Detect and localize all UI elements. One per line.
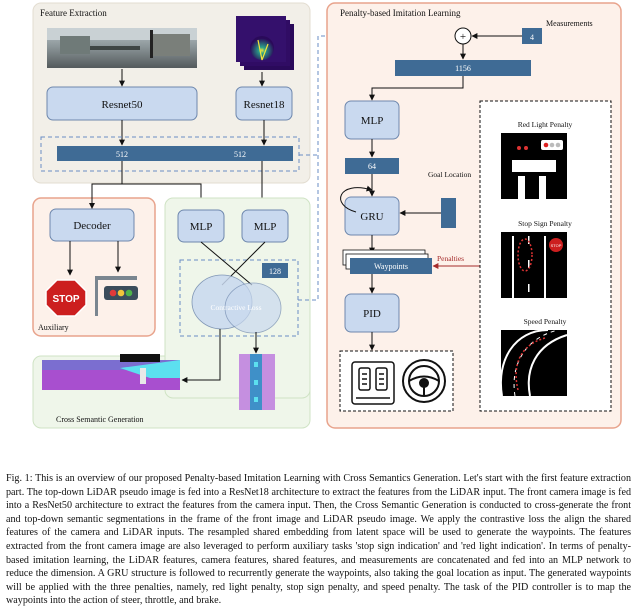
overview-diagram: Feature Extraction Resnet50 Resnet18 512… (32, 2, 622, 429)
mlp-out-dim: 64 (368, 162, 376, 171)
speed-penalty-image (499, 329, 568, 397)
latent-dashed-region (179, 259, 299, 337)
decoder-label: Decoder (73, 220, 111, 232)
concat-symbol: + (460, 31, 466, 43)
gru-label: GRU (360, 211, 383, 223)
lidar-feature-bar (187, 146, 293, 161)
penalties-label: Penalties (437, 254, 464, 263)
stop-sign-icon: STOP (45, 279, 87, 317)
lidar-pseudo-image (236, 16, 294, 70)
waypoints-label: Waypoints (374, 262, 408, 271)
caption-label: Fig. 1: (6, 473, 33, 484)
concat-feature-bar (395, 60, 531, 76)
stop-sign-penalty-image: STOP (501, 232, 567, 298)
resnet18-label: Resnet18 (244, 99, 285, 111)
shared-dim-label: 128 (269, 267, 281, 276)
imitation-title: Penalty-based Imitation Learning (340, 8, 461, 18)
contrastive-loss-label: Contractive Loss (210, 303, 261, 312)
mlp-right-label: MLP (254, 221, 277, 233)
red-light-penalty-label: Red Light Penalty (518, 120, 573, 129)
topdown-semantic-segmentation (239, 354, 275, 410)
front-semantic-segmentation (42, 354, 180, 390)
svg-text:STOP: STOP (551, 243, 562, 248)
red-light-penalty-image (501, 133, 567, 199)
auxiliary-title: Auxiliary (38, 323, 69, 332)
front-camera-image (47, 28, 197, 68)
camera-feature-dim: 512 (116, 150, 128, 159)
shared-dim-box (262, 263, 288, 278)
measurements-box (522, 28, 542, 44)
concat-dim-label: 1156 (455, 64, 471, 73)
caption-text: This is an overview of our proposed Pena… (6, 473, 631, 607)
figure-caption: Fig. 1: This is an overview of our propo… (6, 472, 631, 608)
lidar-latent-ellipse (224, 282, 282, 334)
measurements-label: Measurements (546, 19, 593, 28)
cross-semantic-title: Cross Semantic Generation (56, 415, 144, 424)
svg-text:STOP: STOP (52, 294, 79, 305)
imitation-mlp-label: MLP (361, 115, 384, 127)
goal-location-label: Goal Location (428, 170, 471, 179)
traffic-light-icon (95, 276, 138, 316)
feature-dashed-group (40, 136, 300, 172)
waypoints-stack (342, 249, 432, 274)
mlp-out-bar (345, 158, 399, 174)
feature-extraction-title: Feature Extraction (40, 8, 107, 18)
camera-feature-bar (57, 146, 188, 161)
controls-dashed-box (339, 350, 454, 412)
pid-label: PID (363, 308, 381, 320)
latent-to-front-seg-arrow (181, 329, 221, 383)
stop-sign-penalty-label: Stop Sign Penalty (518, 219, 572, 228)
resnet50-label: Resnet50 (102, 99, 143, 111)
gru-recurrent-arrow (340, 185, 373, 213)
bar-to-mlp-arrow (369, 76, 464, 101)
speed-penalty-label: Speed Penalty (524, 317, 567, 326)
steering-wheel-icon (402, 359, 446, 403)
pedals-icon (351, 361, 395, 405)
measurements-dim: 4 (530, 33, 534, 42)
mlp-left-label: MLP (190, 221, 213, 233)
lidar-feature-dim: 512 (234, 150, 246, 159)
goal-location-box (441, 198, 456, 228)
